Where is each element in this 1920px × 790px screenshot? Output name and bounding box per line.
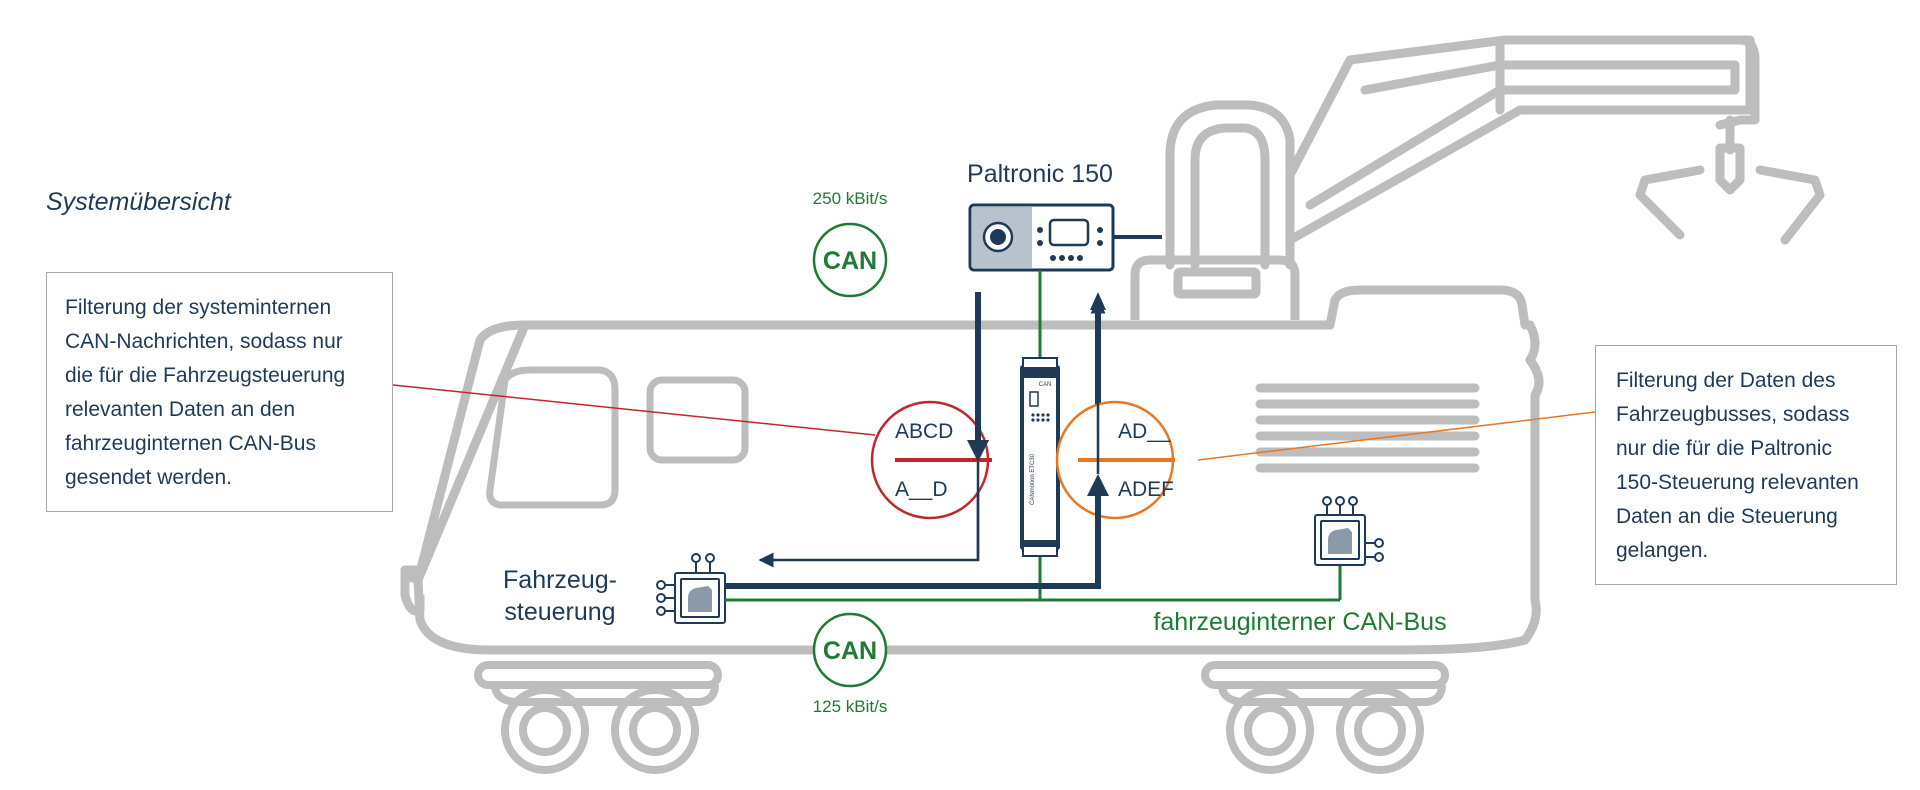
bus-label: fahrzeuginterner CAN-Bus	[1153, 608, 1446, 636]
can-speed-top: 250 kBit/s	[813, 189, 888, 208]
filter-left-bottom: A__D	[895, 478, 948, 501]
callout-right-line: Filterung der Daten des	[1616, 369, 1836, 392]
vehicle-control-label-1: Fahrzeug-	[503, 566, 617, 594]
can-logo-top: CAN	[812, 222, 888, 298]
crane-base	[1130, 255, 1300, 320]
up-arrow-top-head	[1090, 292, 1106, 310]
callout-right: Filterung der Daten des Fahrzeugbusses, …	[1595, 345, 1897, 585]
vehicle-windows	[486, 366, 749, 509]
callout-right-line: Fahrzeugbusses, sodass	[1616, 403, 1850, 426]
bus-device-chip[interactable]	[1314, 496, 1384, 566]
callout-left-line: gesendet werden.	[65, 466, 232, 489]
device-name: Paltronic 150	[967, 160, 1113, 188]
filter-right-top: AD__	[1118, 420, 1171, 443]
filter-right-bottom: ADEF	[1118, 478, 1174, 501]
callout-left-line: Filterung der systeminternen	[65, 296, 332, 319]
callout-right-line: gelangen.	[1616, 539, 1709, 562]
filter-left-top: ABCD	[895, 420, 953, 443]
callout-right-line: 150-Steuerung relevanten	[1616, 471, 1859, 494]
display-icon	[1048, 218, 1090, 247]
filter-right: AD__ ADEF	[1055, 400, 1175, 520]
vehicle-body	[400, 285, 1544, 655]
vehicle-control-chip[interactable]	[656, 553, 726, 624]
paltronic-device[interactable]	[968, 203, 1115, 272]
callout-right-connector	[1197, 411, 1596, 461]
can-module[interactable]: CAN CANmotion ETC30	[1020, 357, 1060, 557]
filter-left: ABCD A__D	[870, 400, 992, 520]
can-bus-lines	[730, 270, 1342, 602]
callout-left-line: CAN-Nachrichten, sodass nur	[65, 330, 343, 353]
callout-right-line: Daten an die Steuerung	[1616, 505, 1838, 528]
down-arrow-head	[967, 440, 989, 462]
module-brand: CAN	[1039, 382, 1052, 388]
can-logo-top-text: CAN	[823, 247, 877, 275]
callout-right-line: nur die für die Paltronic	[1616, 437, 1832, 460]
callout-left-line: relevanten Daten an den	[65, 398, 296, 421]
callout-left-line: fahrzeuginternen CAN-Bus	[65, 432, 316, 455]
callout-left: Filterung der systeminternen CAN-Nachric…	[46, 272, 393, 512]
module-label: CANmotion ETC30	[1030, 453, 1036, 505]
page-title: Systemübersicht	[46, 188, 231, 216]
vehicle-control-label-2: steuerung	[504, 598, 615, 626]
can-speed-bottom: 125 kBit/s	[813, 697, 888, 716]
up-arrow-head	[1087, 474, 1109, 496]
vehicle-wheels	[474, 661, 1449, 774]
can-logo-bottom-text: CAN	[823, 637, 877, 665]
vehicle-grille	[1255, 383, 1480, 473]
callout-left-connector	[392, 384, 876, 436]
can-logo-bottom: CAN	[812, 612, 888, 688]
callout-left-line: die für die Fahrzeugsteuerung	[65, 364, 346, 387]
crane-arm	[1165, 35, 1825, 270]
